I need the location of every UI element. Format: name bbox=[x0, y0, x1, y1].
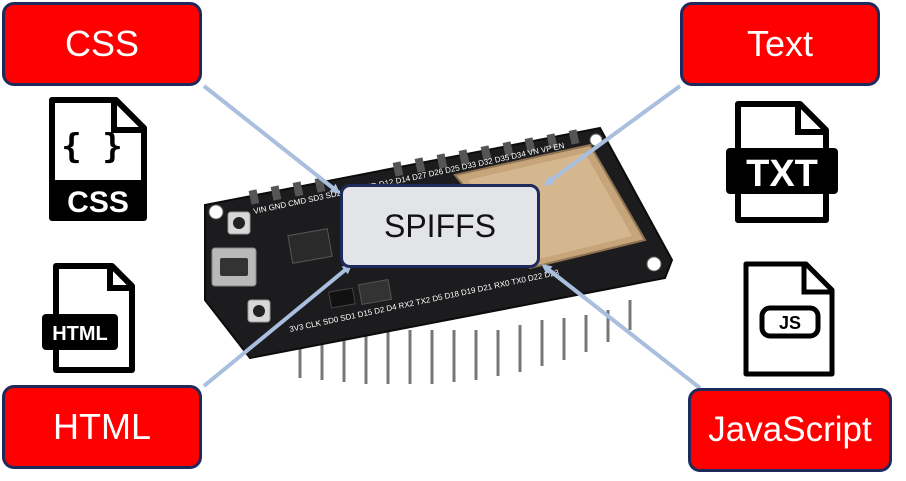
arrow-css-to-spiffs bbox=[202, 84, 341, 194]
javascript-box-label: JavaScript bbox=[708, 410, 872, 449]
board-pins-bottom bbox=[298, 300, 632, 384]
arrow-javascript-to-spiffs bbox=[541, 264, 702, 390]
spiffs-label: SPIFFS bbox=[383, 207, 496, 244]
html-file-icon: HTML bbox=[42, 263, 135, 373]
css-file-icon: { } CSS bbox=[49, 97, 147, 221]
js-file-icon: JS bbox=[743, 261, 835, 377]
board-pins-top bbox=[248, 129, 580, 205]
css-icon-label: CSS bbox=[67, 186, 129, 219]
html-box: HTML bbox=[2, 385, 202, 469]
css-box-label: CSS bbox=[64, 23, 140, 64]
html-box-label: HTML bbox=[53, 406, 151, 447]
arrow-text-to-spiffs bbox=[543, 84, 682, 186]
html-icon-label: HTML bbox=[52, 323, 108, 345]
text-box-label: Text bbox=[746, 23, 814, 64]
arrow-html-to-spiffs bbox=[202, 264, 353, 388]
connector-arrows bbox=[202, 84, 702, 390]
css-icon-glyph: { } bbox=[61, 127, 122, 167]
js-icon-label: JS bbox=[779, 313, 801, 333]
text-box: Text bbox=[680, 2, 880, 86]
spiffs-box: SPIFFS bbox=[340, 184, 540, 268]
txt-icon-label: TXT bbox=[746, 153, 818, 195]
javascript-box: JavaScript bbox=[688, 388, 892, 472]
txt-file-icon: TXT bbox=[726, 101, 838, 223]
css-box: CSS bbox=[2, 2, 202, 86]
